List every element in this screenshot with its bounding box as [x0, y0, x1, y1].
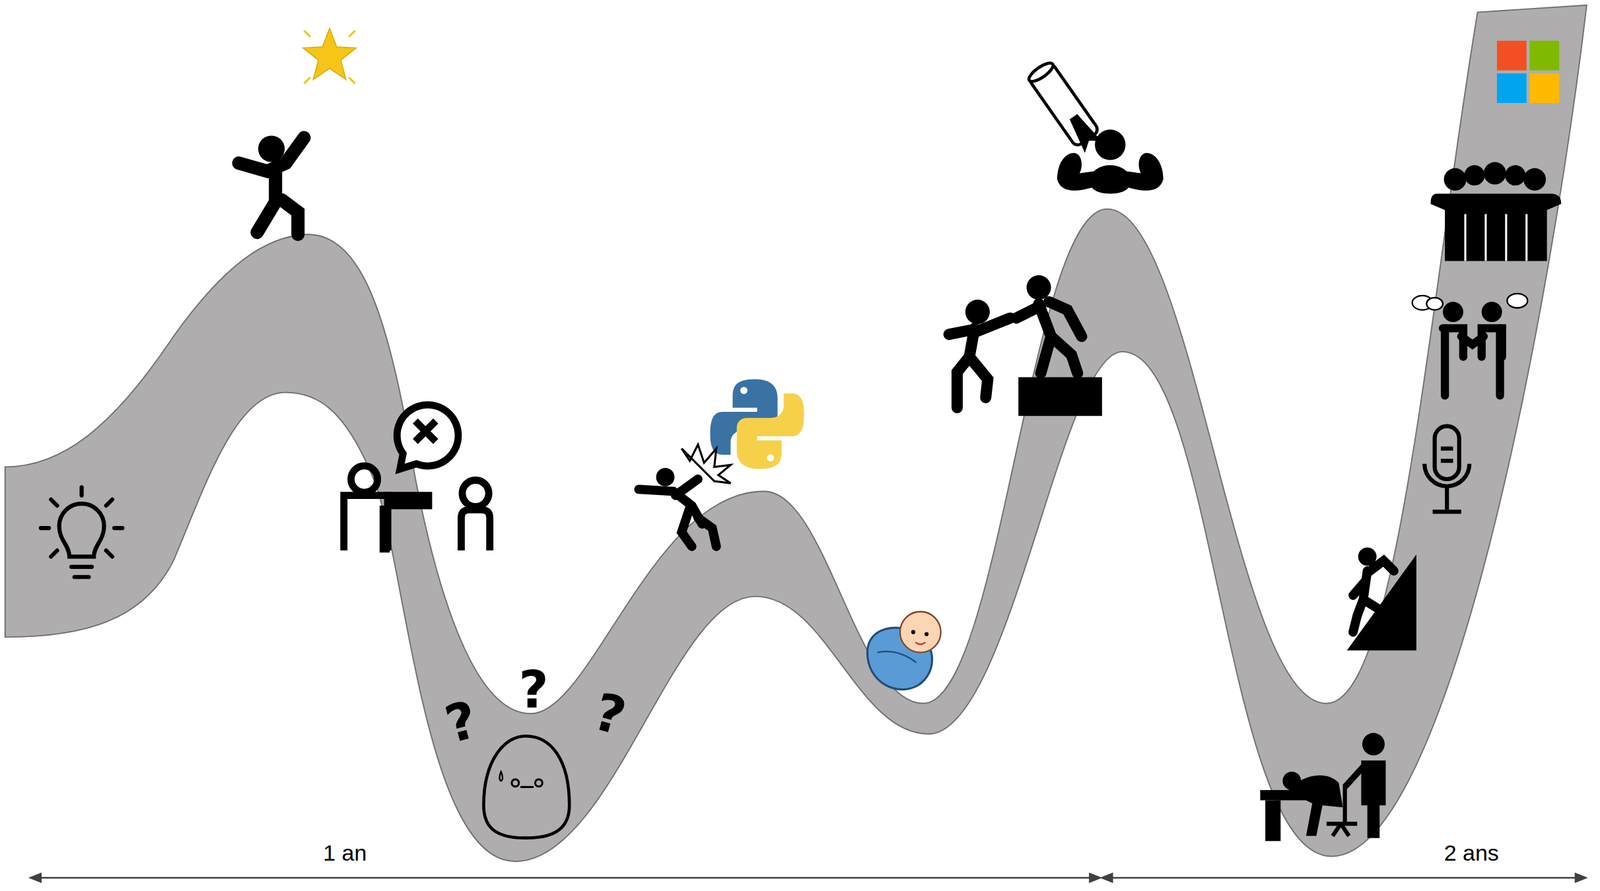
microsoft-logo [1496, 40, 1560, 104]
python-logo [710, 379, 805, 470]
timeline-label: 1 an [320, 841, 370, 865]
lightbulb-icon [40, 487, 123, 578]
exhausted-desk [1259, 733, 1386, 842]
diploma-icon [1026, 60, 1103, 153]
team-group [1430, 162, 1562, 262]
baby-icon [867, 612, 941, 691]
rejection-icon [344, 404, 490, 553]
helping-climb [948, 275, 1103, 417]
microphone-icon [1424, 426, 1470, 513]
conversation-icon [1412, 293, 1529, 396]
hit-person [638, 444, 731, 547]
jumping-person [239, 135, 305, 235]
question-mark: ? [519, 664, 549, 716]
timeline-arrows [30, 874, 1586, 883]
star-icon [303, 28, 356, 84]
timeline-label: 2 ans [1441, 841, 1502, 865]
strong-man [1057, 129, 1164, 194]
climber-icon [1347, 547, 1417, 651]
confused-blob [483, 736, 570, 838]
road-band [5, 5, 1587, 862]
